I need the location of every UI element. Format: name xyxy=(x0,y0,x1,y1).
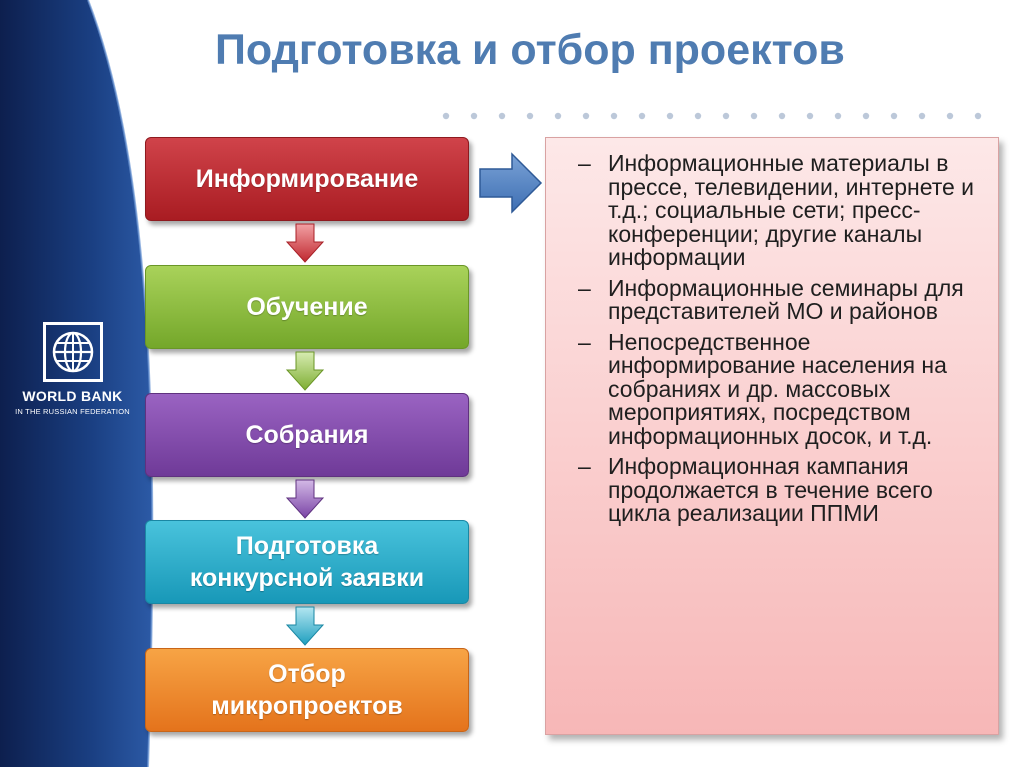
page-title: Подготовка и отбор проектов xyxy=(215,26,845,74)
step-label: Информирование xyxy=(195,165,419,193)
step-meetings: Собрания xyxy=(145,393,469,477)
dotted-divider xyxy=(442,112,982,120)
details-list: – Информационные материалы в прессе, тел… xyxy=(578,150,980,526)
list-item: – Информационные семинары для представит… xyxy=(578,274,980,324)
step-application: Подготовка конкурсной заявки xyxy=(145,520,469,604)
step-label: Отбор микропроектов xyxy=(211,660,403,720)
list-item-text: Информационные материалы в прессе, телев… xyxy=(608,150,975,270)
list-item: – Непосредственное информирование населе… xyxy=(578,328,980,449)
step-informing: Информирование xyxy=(145,137,469,221)
step-training: Обучение xyxy=(145,265,469,349)
bullet-dash: – xyxy=(578,328,591,355)
bullet-dash: – xyxy=(578,274,591,301)
list-item: – Информационные материалы в прессе, тел… xyxy=(578,150,980,270)
step-label: Обучение xyxy=(246,293,368,321)
list-item-text: Непосредственное информирование населени… xyxy=(608,328,947,449)
logo-subtitle: IN THE RUSSIAN FEDERATION xyxy=(15,407,130,416)
list-item: – Информационная кампания продолжается в… xyxy=(578,453,980,526)
arrow-down-icon xyxy=(285,478,325,520)
bullet-dash: – xyxy=(578,150,591,176)
details-panel: – Информационные материалы в прессе, тел… xyxy=(545,137,999,735)
list-item-text: Информационные семинары для представител… xyxy=(608,274,964,324)
step-selection: Отбор микропроектов xyxy=(145,648,469,732)
arrow-down-icon xyxy=(285,605,325,647)
arrow-right-icon xyxy=(479,152,543,214)
arrow-down-icon xyxy=(285,222,325,264)
arrow-down-icon xyxy=(285,350,325,392)
logo-name: WORLD BANK xyxy=(22,388,123,404)
world-bank-logo: WORLD BANK IN THE RUSSIAN FEDERATION xyxy=(10,322,135,416)
list-item-text: Информационная кампания продолжается в т… xyxy=(608,453,933,526)
bullet-dash: – xyxy=(578,453,591,479)
step-label: Подготовка конкурсной заявки xyxy=(189,532,425,592)
step-label: Собрания xyxy=(245,421,369,449)
globe-icon xyxy=(42,322,103,382)
